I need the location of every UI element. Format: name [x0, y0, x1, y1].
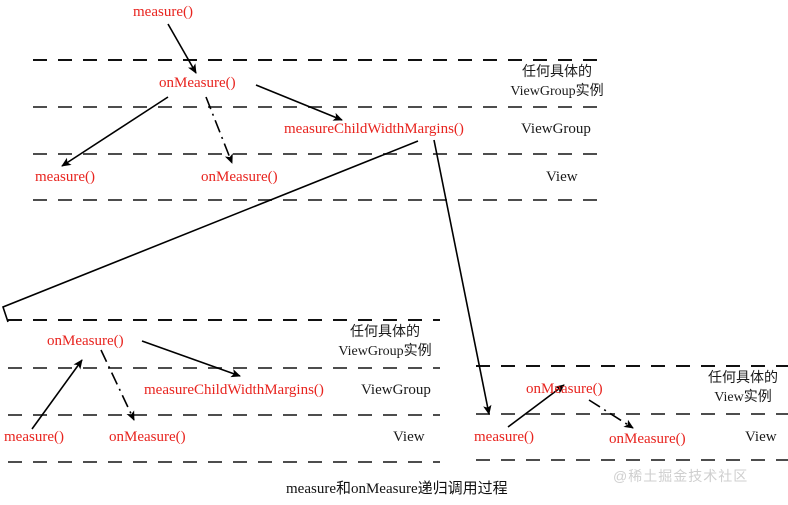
arrow-bl-onmeasure-to-measurechild — [141, 340, 241, 378]
top-zone-label-line1: 任何具体的 — [522, 65, 592, 80]
bl-zone-label-line1: 任何具体的 — [350, 325, 420, 340]
bl-measurechildwidthmargins-label: measureChildWidthMargins() — [144, 382, 324, 398]
bl-zone-label-line2: ViewGroup实例 — [338, 343, 432, 359]
br-zone-label: 任何具体的 View实例 — [700, 370, 786, 408]
br-view-measure-label: measure() — [474, 429, 534, 445]
bl-child-measure-label: measure() — [4, 429, 64, 445]
arrow-top-measure-to-onmeasure — [167, 23, 197, 74]
bl-child-onmeasure-label: onMeasure() — [109, 429, 186, 445]
top-viewgroup-onmeasure-label: onMeasure() — [159, 75, 236, 91]
top-zone-label-line2: ViewGroup实例 — [510, 83, 604, 99]
watermark: @稀土掘金技术社区 — [613, 468, 749, 484]
arrow-br-onmeasure-to-child-onmeasure — [588, 399, 634, 429]
bottom-left-section-rules — [8, 319, 440, 463]
connector-top-to-bottom-left — [2, 140, 419, 323]
br-view-onmeasure-label: onMeasure() — [526, 381, 603, 397]
top-entry-measure-label: measure() — [133, 4, 193, 20]
connector-top-to-bottom-right — [433, 139, 492, 415]
top-zone-label: 任何具体的 ViewGroup实例 — [494, 64, 620, 102]
arrow-top-onmeasure-to-child-onmeasure — [205, 96, 233, 164]
top-child-measure-label: measure() — [35, 169, 95, 185]
diagram-caption: measure和onMeasure递归调用过程 — [286, 481, 508, 497]
br-layer-view-label: View — [745, 429, 777, 445]
br-zone-label-line1: 任何具体的 — [708, 371, 778, 386]
bl-layer-view-label: View — [393, 429, 425, 445]
bottom-right-section-rules — [476, 365, 788, 461]
top-layer-viewgroup-label: ViewGroup — [521, 121, 591, 137]
arrow-bl-onmeasure-to-child-onmeasure — [100, 349, 135, 421]
bl-layer-viewgroup-label: ViewGroup — [361, 382, 431, 398]
top-child-onmeasure-label: onMeasure() — [201, 169, 278, 185]
br-zone-label-line2: View实例 — [714, 389, 772, 405]
top-measurechildwidthmargins-label: measureChildWidthMargins() — [284, 121, 464, 137]
bl-viewgroup-onmeasure-label: onMeasure() — [47, 333, 124, 349]
top-layer-view-label: View — [546, 169, 578, 185]
top-section-rules — [33, 59, 601, 201]
br-child-onmeasure-label: onMeasure() — [609, 431, 686, 447]
arrow-top-onmeasure-to-child-measure — [61, 96, 169, 167]
bl-zone-label: 任何具体的 ViewGroup实例 — [322, 324, 448, 362]
arrow-br-measure-to-onmeasure — [507, 384, 565, 428]
arrow-top-onmeasure-to-measurechild — [255, 84, 343, 121]
arrow-bl-measure-to-onmeasure — [31, 359, 83, 430]
